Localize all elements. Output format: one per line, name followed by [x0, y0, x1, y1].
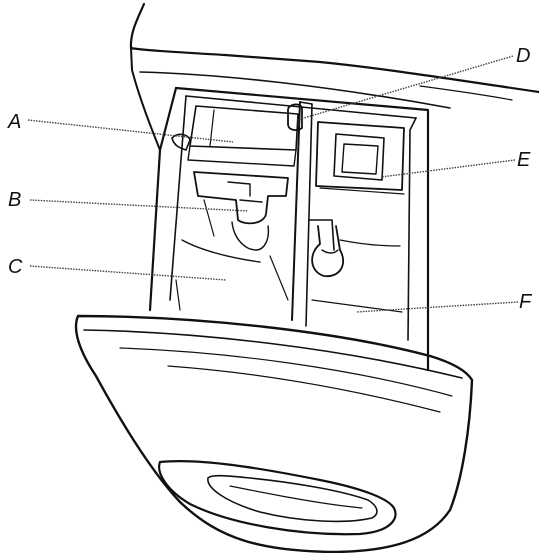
callout-a: A	[7, 111, 21, 133]
callout-labels: A B C D E F	[7, 45, 533, 313]
leader-f	[355, 301, 519, 313]
leader-a	[27, 119, 234, 143]
callout-b: B	[8, 189, 21, 211]
leader-e	[380, 159, 516, 178]
drawer-front-panel	[74, 314, 474, 553]
leader-c	[29, 265, 227, 281]
compartment-f	[309, 219, 403, 313]
callout-c: C	[8, 256, 23, 278]
compartment-e	[315, 121, 405, 195]
compartment-a	[171, 105, 299, 167]
callout-leaders	[27, 55, 519, 313]
callout-e: E	[517, 149, 531, 171]
callout-f: F	[519, 291, 533, 313]
compartment-c	[175, 239, 289, 311]
siphon-cap-b	[193, 171, 289, 251]
divider-flap-d	[287, 103, 303, 131]
leader-d	[296, 55, 514, 121]
leader-b	[29, 199, 249, 212]
machine-top-panel	[129, 2, 539, 151]
callout-d: D	[516, 45, 530, 67]
